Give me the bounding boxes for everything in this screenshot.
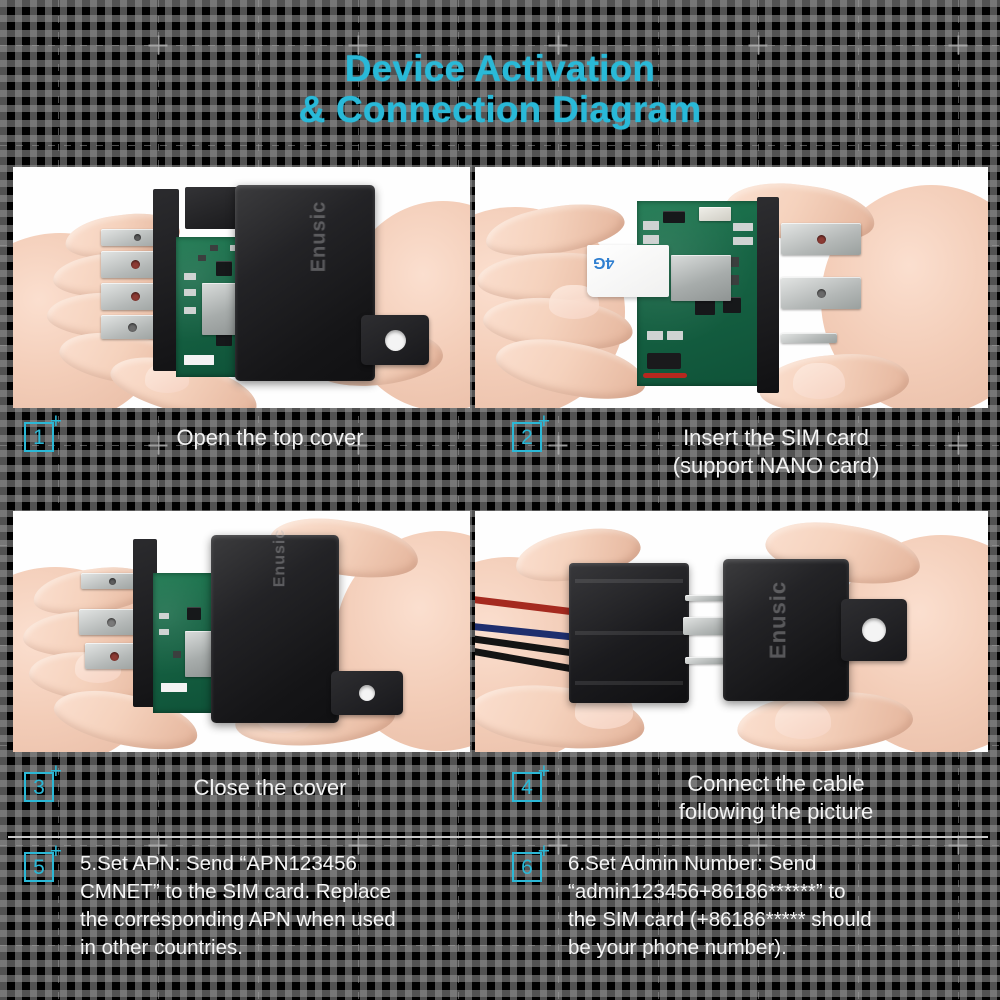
note-5: 5 + 5.Set APN: Send “APN123456 CMNET” to… <box>0 841 500 988</box>
note-6: 6 + 6.Set Admin Number: Send “admin12345… <box>500 841 1000 988</box>
note-5-text: 5.Set APN: Send “APN123456 CMNET” to the… <box>80 850 480 962</box>
step-3-badge: 3 + <box>24 761 62 802</box>
note-line: CMNET” to the SIM card. Replace <box>80 880 392 903</box>
note-line: the corresponding APN when used <box>80 908 396 931</box>
note-6-text: 6.Set Admin Number: Send “admin123456+86… <box>568 850 988 962</box>
step-1-caption: Open the top cover <box>80 424 460 452</box>
sim-4g-label: 4G <box>593 254 615 271</box>
relay-body: Enusic <box>723 559 849 701</box>
plus-icon: + <box>49 410 62 433</box>
step-1-photo: Enusic <box>13 167 470 408</box>
relay-cover: Enusic <box>211 529 339 723</box>
brand-logo: Enusic <box>271 528 289 588</box>
step-2-caption: Insert the SIM card (support NANO card) <box>566 424 986 480</box>
wiring-harness <box>569 563 689 703</box>
step-4-number: 4 <box>521 776 533 799</box>
brand-logo: Enusic <box>307 200 330 273</box>
caption-line: Open the top cover <box>176 425 364 450</box>
step-3-number: 3 <box>33 776 45 799</box>
brand-logo: Enusic <box>765 580 791 660</box>
plus-icon: + <box>537 410 550 433</box>
note-line: 5.Set APN: Send “APN123456 <box>80 852 357 875</box>
photo-scene: Enusic <box>13 511 470 752</box>
title-line-2: & Connection Diagram <box>298 89 702 131</box>
step-1-number: 1 <box>33 426 45 449</box>
fingernail <box>793 363 845 399</box>
grid-line-horizontal <box>0 845 1000 846</box>
photo-scene: Enusic <box>13 167 470 408</box>
note-line: 6.Set Admin Number: Send <box>568 852 817 875</box>
page-title: Device Activation & Connection Diagram <box>0 48 1000 131</box>
step-2-badge: 2 + <box>512 411 550 452</box>
step-4-caption: Connect the cable following the picture <box>566 770 986 826</box>
step-3-caption: Close the cover <box>80 774 460 802</box>
caption-line: Insert the SIM card <box>683 425 869 450</box>
relay-blade <box>781 333 837 343</box>
grid-line-horizontal <box>0 45 1000 46</box>
relay-base <box>757 197 779 393</box>
note-line: the SIM card (+86186***** should <box>568 908 872 931</box>
section-divider <box>8 836 988 838</box>
relay-blade <box>781 277 861 309</box>
title-line-1: Device Activation <box>344 48 656 89</box>
note-line: “admin123456+86186******” to <box>568 880 846 903</box>
mounting-bracket <box>841 599 907 661</box>
step-4-badge: 4 + <box>512 761 550 802</box>
plus-icon: + <box>537 760 550 783</box>
caption-line: following the picture <box>678 799 874 824</box>
mounting-bracket <box>361 315 429 365</box>
caption-row-1: 1 + Open the top cover 2 + Insert the SI… <box>0 411 1000 494</box>
sim-card: 4G <box>587 245 669 297</box>
step-2-photo: 4G <box>475 167 988 408</box>
caption-row-2: 3 + Close the cover 4 + Connect the cabl… <box>0 761 1000 844</box>
relay-blade <box>781 223 861 255</box>
caption-line: Connect the cable <box>687 771 865 796</box>
caption-line: (support NANO card) <box>672 453 880 478</box>
caption-line: Close the cover <box>193 775 347 800</box>
step-3-photo: Enusic <box>13 511 470 752</box>
relay-cover: Enusic <box>235 185 375 381</box>
grid-line-horizontal <box>0 145 1000 146</box>
step-1-badge: 1 + <box>24 411 62 452</box>
note-line: in other countries. <box>80 936 243 959</box>
photo-scene: Enusic <box>475 511 988 752</box>
fingernail <box>775 701 831 739</box>
step-5-number: 5 <box>33 856 45 879</box>
photo-scene: 4G <box>475 167 988 408</box>
step-5-badge: 5 + <box>24 841 62 882</box>
plus-icon: + <box>49 840 62 863</box>
step-2-number: 2 <box>521 426 533 449</box>
step-6-badge: 6 + <box>512 841 550 882</box>
step-4-photo: Enusic <box>475 511 988 752</box>
pcb <box>153 573 217 713</box>
plus-icon: + <box>537 840 550 863</box>
step-6-number: 6 <box>521 856 533 879</box>
note-line: be your phone number). <box>568 936 787 959</box>
plus-icon: + <box>49 760 62 783</box>
mounting-bracket <box>331 671 403 715</box>
